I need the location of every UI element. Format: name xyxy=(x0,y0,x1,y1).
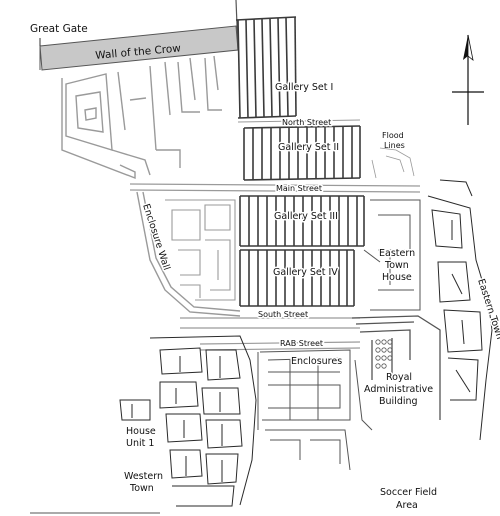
north-arrow-icon xyxy=(452,34,484,125)
gallery-set-ii xyxy=(243,125,361,181)
label-north-street: North Street xyxy=(282,118,331,127)
enclosures xyxy=(259,349,351,421)
label-main-street: Main Street xyxy=(276,184,322,193)
flood-lines xyxy=(371,147,415,179)
west-gallery-structures xyxy=(165,199,236,301)
label-eastern-town-house-3: House xyxy=(382,272,412,283)
south-street xyxy=(180,317,360,329)
label-royal-admin-3: Building xyxy=(379,396,418,407)
main-street xyxy=(129,183,421,193)
enclosure-wall xyxy=(136,191,241,317)
label-soccer-field-2: Area xyxy=(396,500,418,511)
label-enclosures: Enclosures xyxy=(291,356,342,367)
label-rab-street: RAB Street xyxy=(280,339,323,348)
gallery-set-iv xyxy=(239,249,355,307)
label-gallery-set-ii: Gallery Set II xyxy=(278,142,339,153)
wall-of-the-crow xyxy=(39,0,239,71)
label-western-town-1: Western xyxy=(124,471,163,482)
label-eastern-town: Eastern Town xyxy=(475,278,500,341)
eastern-town xyxy=(427,179,493,441)
eastern-town-house xyxy=(363,199,421,311)
royal-administrative-building xyxy=(351,315,441,420)
label-flood-lines-2: Lines xyxy=(384,141,405,150)
label-eastern-town-house-1: Eastern xyxy=(379,248,415,259)
label-soccer-field-1: Soccer Field xyxy=(380,487,437,498)
label-flood-lines-1: Flood xyxy=(382,131,404,140)
label-gallery-set-iv: Gallery Set IV xyxy=(273,267,338,278)
label-western-town-2: Town xyxy=(129,483,154,494)
north-street xyxy=(237,119,361,123)
label-royal-admin-2: Administrative xyxy=(364,384,433,395)
gallery-set-i xyxy=(235,16,297,119)
label-great-gate: Great Gate xyxy=(30,23,88,35)
label-south-street: South Street xyxy=(258,310,308,319)
label-eastern-town-house-2: Town xyxy=(384,260,409,271)
label-royal-admin-1: Royal xyxy=(386,372,412,383)
label-gallery-set-i: Gallery Set I xyxy=(275,82,333,93)
label-house-unit-1-b: Unit 1 xyxy=(126,438,154,449)
central-south-structures xyxy=(257,352,373,471)
label-house-unit-1-a: House xyxy=(126,426,156,437)
gallery-set-iii xyxy=(239,195,365,247)
northwest-compound xyxy=(61,55,222,180)
granary-circles xyxy=(375,339,393,369)
label-gallery-set-iii: Gallery Set III xyxy=(274,211,338,222)
western-town xyxy=(119,335,257,507)
